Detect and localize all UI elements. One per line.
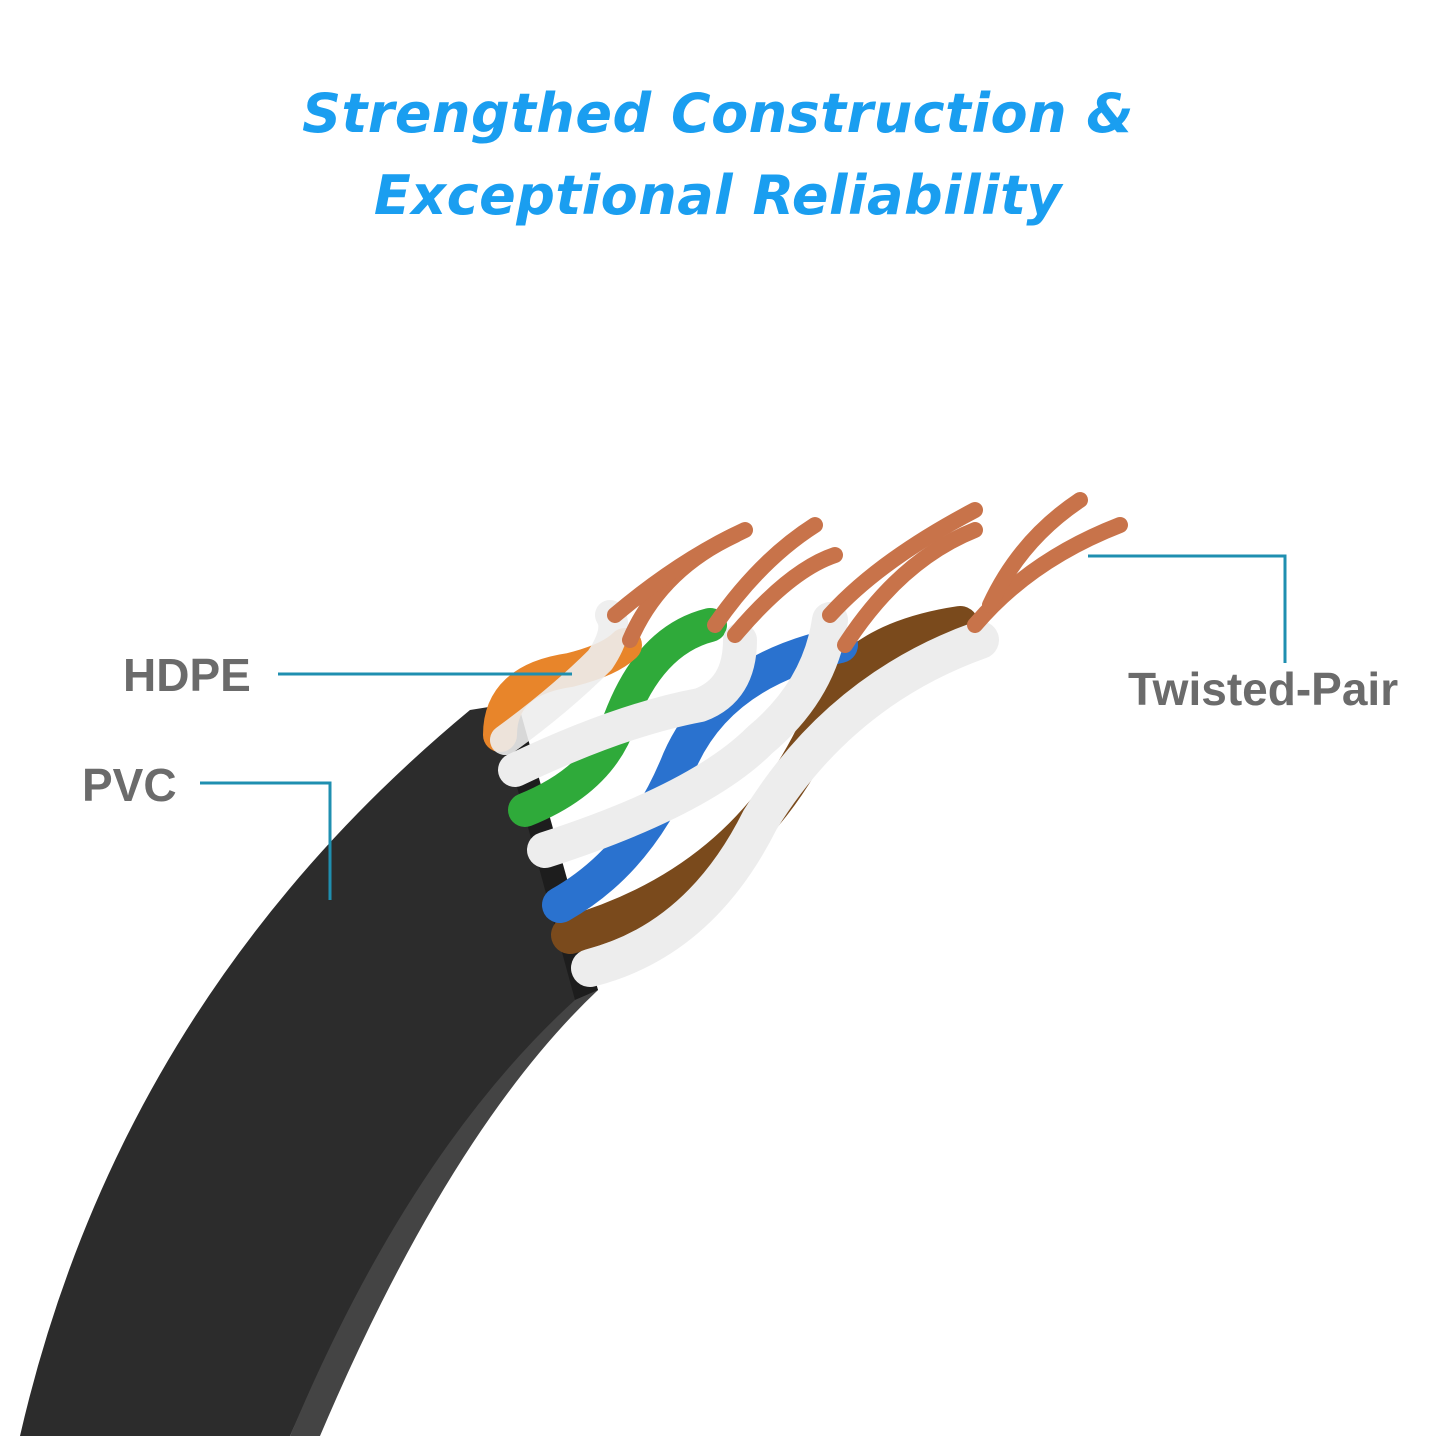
label-hdpe: HDPE [123,649,251,701]
callout-lines [200,554,1287,900]
label-twisted-pair: Twisted-Pair [1128,663,1399,715]
twisted-pair-leader-line [1088,554,1287,663]
heading-line-2: Exceptional Reliability [373,164,1063,227]
twisted-pairs [483,600,999,987]
copper-conductors [607,492,1128,653]
label-pvc: PVC [82,759,177,811]
pvc-leader-line [200,781,332,900]
heading-line-1: Strengthed Construction & [302,82,1134,145]
